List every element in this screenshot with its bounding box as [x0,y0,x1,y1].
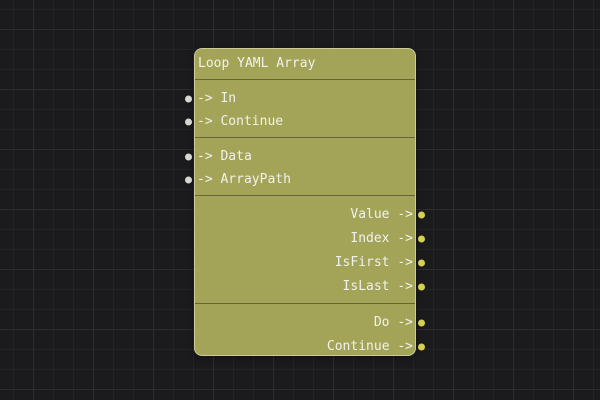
port-label-islast-out: IsLast -> [342,279,413,294]
port-label-data-in: -> Data [197,149,252,164]
section-divider [195,195,415,196]
port-label-in-in: -> In [197,91,237,106]
input-port-section: -> In -> Continue [185,87,415,133]
input-port-dot-data-in[interactable] [185,153,192,160]
port-row-index-out: Index -> [195,227,425,251]
output-port-dot-value-out[interactable] [418,211,425,219]
port-row-isfirst-out: IsFirst -> [195,251,425,275]
node-loop-yaml-array[interactable]: Loop YAML Array -> In-> Continue-> Data-… [185,48,425,359]
port-label-value-out: Value -> [350,207,413,222]
output-port-dot-index-out[interactable] [418,235,425,243]
node-title: Loop YAML Array [198,56,316,71]
node-header[interactable]: Loop YAML Array [195,49,415,80]
port-label-arraypath-in: -> ArrayPath [197,172,291,187]
port-row-arraypath-in: -> ArrayPath [185,168,415,191]
output-port-dot-islast-out[interactable] [418,283,425,291]
port-row-continue-out: Continue -> [195,335,425,359]
port-label-index-out: Index -> [350,231,413,246]
input-port-dot-in-in[interactable] [185,95,192,102]
port-row-do-out: Do -> [195,311,425,335]
port-row-continue-in: -> Continue [185,110,415,133]
input-port-section: -> Data -> ArrayPath [185,145,415,191]
output-port-dot-do-out[interactable] [418,319,425,327]
port-label-continue-in: -> Continue [197,114,284,129]
output-port-dot-continue-out[interactable] [418,343,425,351]
output-port-section: Do -> Continue -> [195,311,425,359]
port-label-isfirst-out: IsFirst -> [334,255,413,270]
output-port-section: Value -> Index -> IsFirst -> IsLast -> [195,203,425,299]
input-port-dot-arraypath-in[interactable] [185,176,192,183]
port-row-in-in: -> In [185,87,415,110]
port-label-do-out: Do -> [373,315,413,330]
port-row-value-out: Value -> [195,203,425,227]
section-divider [195,137,415,138]
section-divider [195,303,415,304]
output-port-dot-isfirst-out[interactable] [418,259,425,267]
port-row-islast-out: IsLast -> [195,275,425,299]
port-label-continue-out: Continue -> [326,339,413,354]
port-row-data-in: -> Data [185,145,415,168]
input-port-dot-continue-in[interactable] [185,118,192,125]
